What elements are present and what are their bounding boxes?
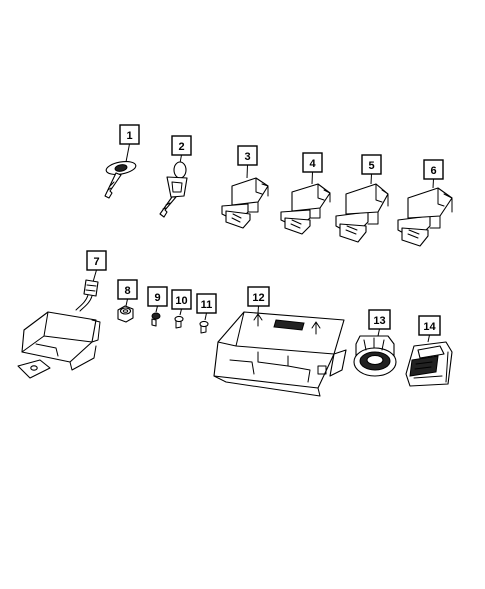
callout-14-label: 14	[423, 321, 436, 333]
leader-11	[204, 312, 207, 321]
callout-9[interactable]: 9	[147, 286, 168, 307]
callout-10-label: 10	[175, 295, 187, 307]
leader-14	[427, 334, 430, 343]
callout-4-label: 4	[309, 158, 316, 170]
callout-9-label: 9	[154, 292, 160, 304]
part-13-switch[interactable]	[353, 335, 397, 377]
part-14-rocker-switch[interactable]	[405, 341, 453, 387]
leader-8	[125, 298, 128, 307]
part-8-nut[interactable]	[117, 305, 134, 323]
callout-11[interactable]: 11	[196, 293, 217, 314]
callout-13-label: 13	[373, 315, 385, 327]
leader-10	[179, 308, 182, 316]
leader-13	[377, 328, 380, 337]
callout-1[interactable]: 1	[119, 124, 140, 145]
callout-2-label: 2	[178, 141, 184, 153]
callout-1-label: 1	[126, 130, 132, 142]
part-1-key[interactable]	[104, 159, 137, 199]
part-5-bracket[interactable]	[335, 183, 389, 243]
callout-2[interactable]: 2	[171, 135, 192, 156]
leader-12	[257, 305, 259, 314]
part-6-bracket[interactable]	[397, 187, 453, 247]
callout-5-label: 5	[368, 160, 374, 172]
part-3-bracket[interactable]	[221, 177, 269, 229]
callout-7[interactable]: 7	[86, 250, 107, 271]
callout-4[interactable]: 4	[302, 152, 323, 173]
part-10-screw[interactable]	[174, 315, 184, 329]
callout-6[interactable]: 6	[423, 159, 444, 180]
callout-13[interactable]: 13	[368, 309, 391, 330]
callout-8[interactable]: 8	[117, 279, 138, 300]
callout-6-label: 6	[430, 165, 436, 177]
part-2-key[interactable]	[159, 161, 188, 218]
callout-3[interactable]: 3	[237, 145, 258, 166]
leader-4	[311, 171, 313, 185]
callout-14[interactable]: 14	[418, 315, 441, 336]
part-12-control-module[interactable]	[213, 311, 347, 397]
callout-7-label: 7	[93, 256, 99, 268]
callout-3-label: 3	[244, 151, 250, 163]
leader-1	[125, 143, 130, 163]
callout-5[interactable]: 5	[361, 154, 382, 175]
leader-5	[370, 173, 372, 185]
leader-3	[246, 164, 248, 179]
callout-11-label: 11	[201, 299, 213, 311]
leader-6	[432, 178, 434, 189]
part-9-screw[interactable]	[151, 312, 161, 327]
part-4-bracket[interactable]	[280, 183, 331, 235]
part-7-module[interactable]	[17, 279, 101, 379]
callout-8-label: 8	[124, 285, 130, 297]
callout-10[interactable]: 10	[171, 289, 192, 310]
callout-12[interactable]: 12	[247, 286, 270, 307]
leader-7	[92, 269, 97, 283]
part-11-screw[interactable]	[199, 320, 209, 334]
callout-12-label: 12	[252, 292, 264, 304]
leader-9	[155, 305, 158, 313]
